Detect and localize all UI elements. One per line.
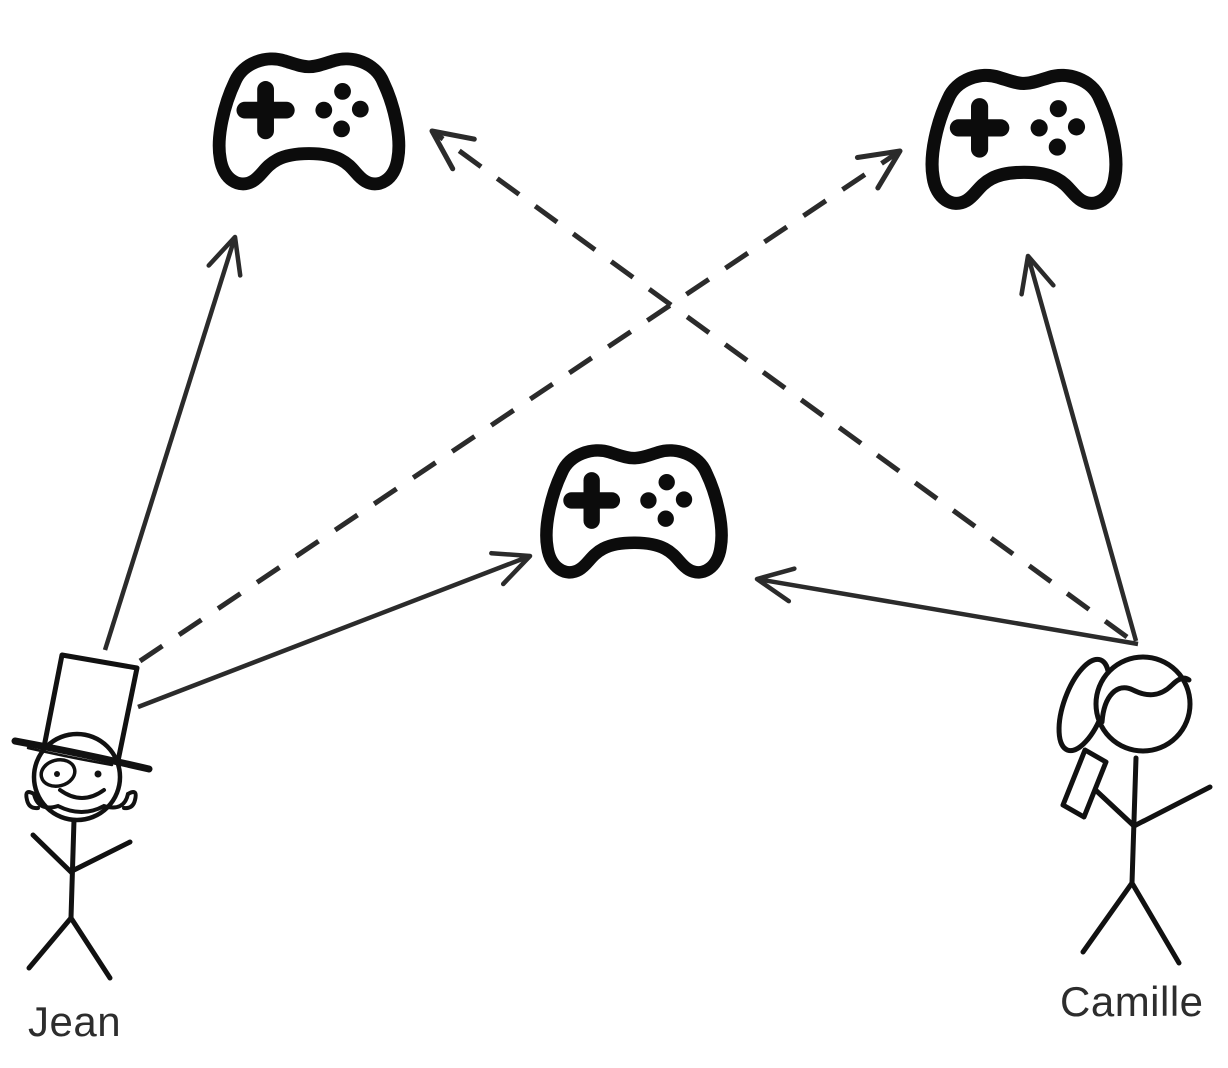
edge-jean-to-controller-middle	[137, 550, 533, 710]
monocle-icon	[39, 757, 77, 789]
edge-jean-to-controller-top-left	[102, 234, 243, 651]
gamepad-icon-top-left	[205, 48, 413, 196]
phone-icon	[1060, 747, 1109, 820]
edge-camille-to-controller-top-left-dashed	[429, 128, 1129, 640]
actor-figure-jean	[11, 652, 153, 981]
edge-jean-to-controller-top-right-dashed	[138, 148, 903, 664]
jean-label: Jean	[28, 998, 122, 1045]
jean-mouth	[58, 788, 106, 800]
camille-head	[1093, 654, 1193, 754]
gamepad-icon-middle	[533, 437, 735, 587]
hat-brim	[11, 737, 153, 773]
camille-label: Camille	[1060, 978, 1204, 1025]
edge-camille-to-controller-top-right	[1019, 253, 1139, 642]
mustache-icon	[24, 790, 138, 814]
gamepad-icon-top-right	[918, 64, 1130, 216]
jean-eye	[94, 770, 102, 778]
hair-wave	[1099, 675, 1192, 725]
edge-camille-to-controller-middle	[754, 566, 1139, 647]
actor-figure-camille	[1056, 654, 1213, 966]
